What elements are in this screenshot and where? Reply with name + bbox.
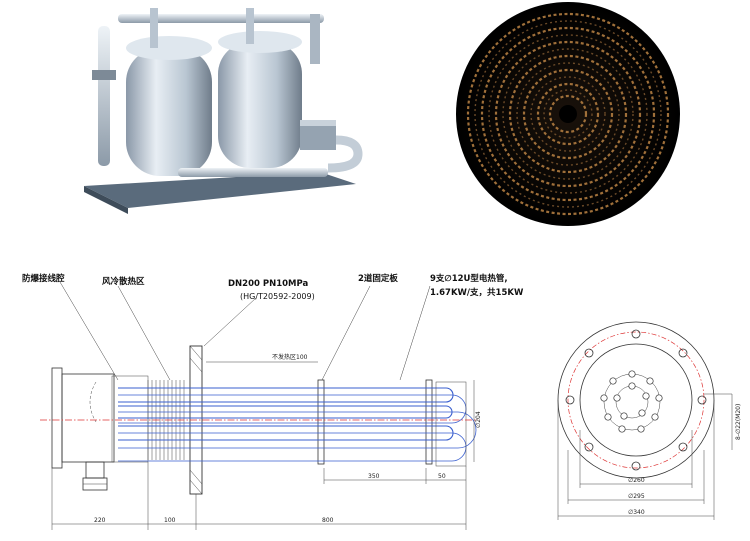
label-flange-spec-2: (HG/T20592-2009): [240, 292, 315, 301]
flange-plan-view: [557, 321, 733, 520]
label-cooling-zone: 风冷散热区: [102, 276, 145, 287]
unit-photo: [72, 2, 368, 214]
label-heater-spec-1: 9支∅12U型电热管,: [430, 273, 508, 284]
dim-50: 50: [438, 473, 446, 480]
dim-340: ∅340: [628, 509, 645, 516]
side-elevation: [40, 281, 478, 530]
dim-204: ∅204: [475, 411, 482, 428]
label-junction-box: 防爆接线腔: [22, 273, 65, 284]
dim-220: 220: [94, 517, 106, 524]
label-support-plates: 2道固定板: [358, 273, 398, 284]
dim-bolts: 8-∅22(M20): [735, 404, 742, 440]
label-non-heating-zone: 不发热区100: [272, 353, 308, 361]
dim-260: ∅260: [628, 477, 645, 484]
dim-100: 100: [164, 517, 176, 524]
dim-350: 350: [368, 473, 380, 480]
dim-800: 800: [322, 517, 334, 524]
label-flange-spec-1: DN200 PN10MPa: [228, 279, 309, 289]
label-heater-spec-2: 1.67KW/支，共15KW: [430, 287, 524, 298]
coil-photo: [456, 2, 680, 226]
dim-295: ∅295: [628, 493, 645, 500]
